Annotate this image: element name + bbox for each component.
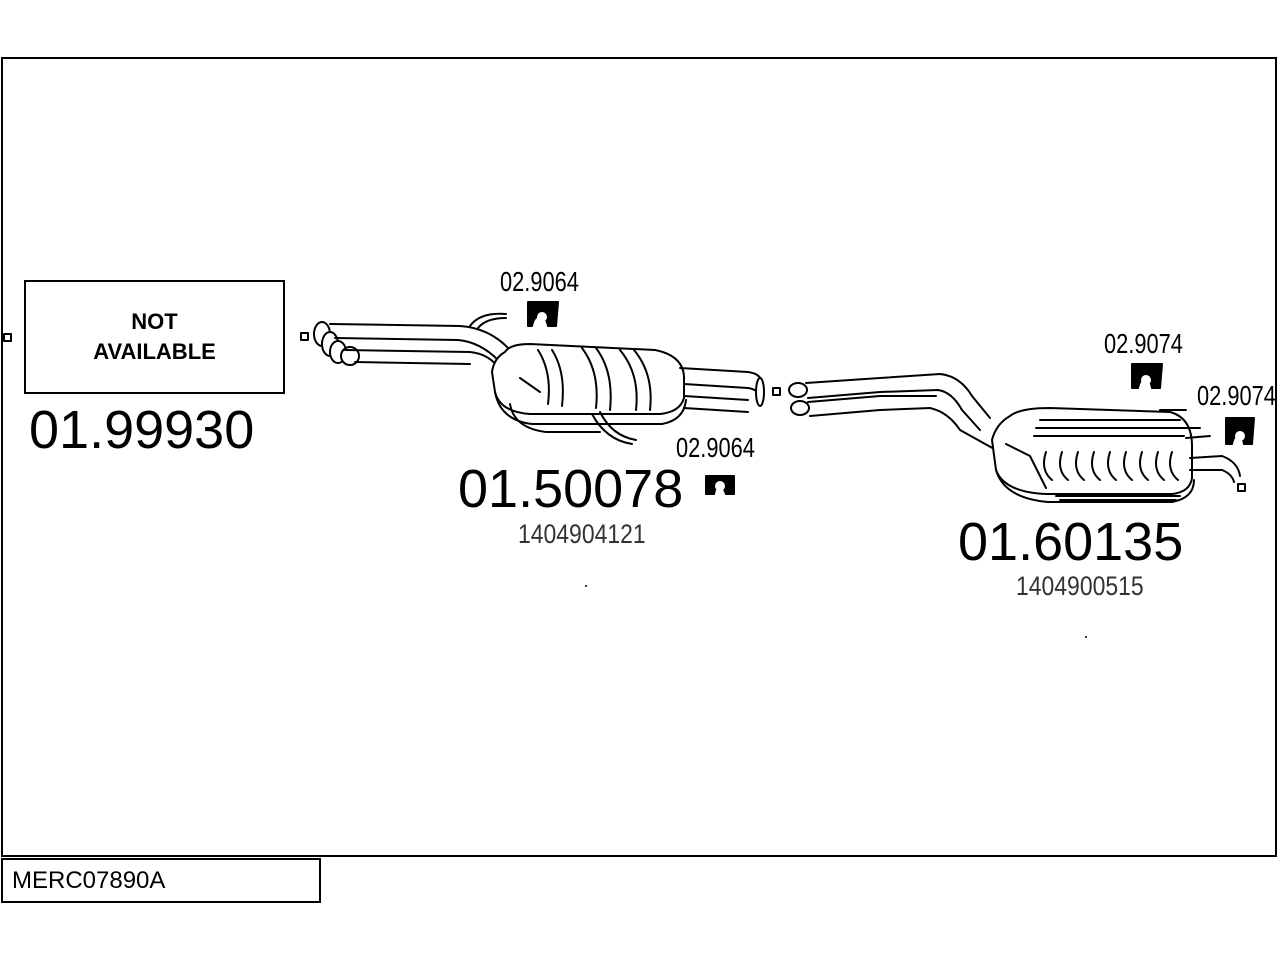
- connector-square: [3, 333, 12, 342]
- not-available-box: NOT AVAILABLE: [24, 280, 285, 394]
- bracket-number[interactable]: 02.9074: [1197, 380, 1276, 411]
- part-number-rear[interactable]: 01.60135: [958, 512, 1184, 572]
- part-number-middle[interactable]: 01.50078: [458, 459, 684, 519]
- not-available-line2: AVAILABLE: [93, 339, 216, 364]
- rubber-mount-icon: [527, 301, 559, 327]
- middle-silencer-drawing: [300, 312, 765, 445]
- not-available-line1: NOT: [131, 309, 178, 334]
- bracket-number[interactable]: 02.9064: [500, 266, 579, 297]
- bracket-number[interactable]: 02.9074: [1104, 328, 1183, 359]
- part-number-front[interactable]: 01.99930: [29, 400, 255, 460]
- diagram-frame: [1, 57, 1277, 857]
- oem-number-middle: 1404904121: [518, 519, 646, 549]
- rear-silencer-drawing: [772, 373, 1246, 503]
- bracket-number[interactable]: 02.9064: [676, 432, 755, 463]
- diagram-code-label: MERC07890A: [1, 858, 321, 903]
- oem-number-rear: 1404900515: [1016, 571, 1144, 601]
- rubber-mount-icon: [705, 475, 735, 495]
- rubber-mount-icon: [1225, 417, 1255, 445]
- rubber-mount-icon: [1131, 363, 1163, 389]
